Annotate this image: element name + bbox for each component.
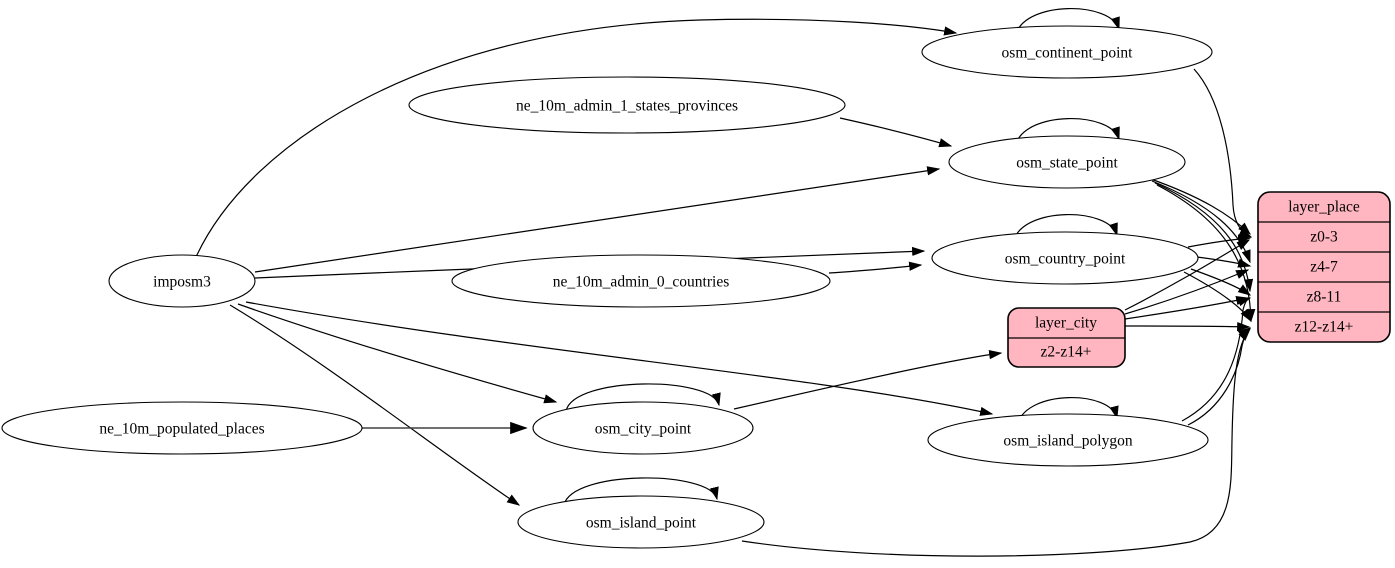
edge-ne_10m_admin_1_states_provinces-osm_state_point [839, 117, 953, 148]
self-loop-osm_island_polygon [1017, 397, 1119, 424]
edge-osm_country_point-layer_place-z12-z14+ [1183, 271, 1252, 323]
record-layer_city: layer_city z2-z14+ [1007, 307, 1126, 368]
edge-osm_country_point-layer_place-z0-3 [1187, 234, 1252, 248]
self-loop-osm_country_point [1013, 214, 1118, 241]
node-osm_state_point: osm_state_point [948, 135, 1186, 189]
node-ne_10m_admin_1_states_provinces: ne_10m_admin_1_states_provinces [408, 76, 846, 134]
node-osm_continent_point: osm_continent_point [921, 25, 1213, 79]
self-loop-osm_city_point [565, 383, 721, 412]
edge-osm_state_point-layer_place-z0-3 [1147, 177, 1251, 235]
edge-osm_city_point-layer_city-z2-z14+ [733, 350, 1003, 410]
layer_place-row-z0-3: z0-3 [1310, 229, 1338, 246]
ne_10m_populated_places-label: ne_10m_populated_places [99, 421, 264, 438]
osm_continent_point-label: osm_continent_point [1002, 45, 1134, 62]
edge-osm_island_point-layer_place-z12-z14+ [741, 328, 1251, 557]
self-loop-osm_state_point [1015, 118, 1120, 145]
osm_country_point-label: osm_country_point [1005, 251, 1126, 268]
ne_10m_populated_places-shape [1, 401, 363, 455]
layer_city-row-z2-z14+: z2-z14+ [1041, 344, 1092, 361]
node-osm_island_polygon: osm_island_polygon [927, 413, 1209, 467]
edge-imposm3-osm_city_point [237, 303, 558, 404]
edge-osm_state_point-layer_place-z4-7 [1151, 180, 1251, 264]
layer_place-title: layer_place [1288, 199, 1360, 216]
node-ne_10m_populated_places: ne_10m_populated_places [1, 401, 363, 455]
layer_place-shape [1257, 191, 1391, 343]
imposm3-shape [108, 254, 256, 308]
edge-layer_city-layer_place-z12-z14+ [1124, 322, 1251, 332]
edge-layer_city-layer_place-z0-3 [1124, 239, 1251, 311]
node-osm_city_point: osm_city_point [532, 401, 754, 455]
edge-ne_10m_admin_0_countries-osm_country_point [828, 261, 923, 274]
edge-layer_city-layer_place-z4-7 [1124, 269, 1250, 315]
edge-imposm3-osm_island_polygon [245, 301, 994, 416]
osm_state_point-shape [948, 135, 1186, 189]
edge-group [195, 8, 1256, 557]
node-osm_island_point: osm_island_point [517, 495, 765, 549]
osm_island_polygon-shape [927, 413, 1209, 467]
osm_city_point-shape [532, 401, 754, 455]
edge-imposm3-osm_state_point [254, 166, 941, 273]
edge-imposm3-osm_continent_point [195, 18, 958, 258]
node-osm_country_point: osm_country_point [931, 231, 1199, 285]
edge-osm_country_point-layer_place-z4-7 [1196, 256, 1252, 268]
ne_10m_admin_1_states_provinces-label: ne_10m_admin_1_states_provinces [516, 98, 738, 115]
osm_island_point-shape [517, 495, 765, 549]
ne_10m_admin_1_states_provinces-shape [408, 76, 846, 134]
node-ne_10m_admin_0_countries: ne_10m_admin_0_countries [451, 254, 831, 308]
ne_10m_admin_0_countries-label: ne_10m_admin_0_countries [553, 274, 730, 291]
layer_place-row-z8-11: z8-11 [1307, 289, 1342, 306]
osm_island_point-label: osm_island_point [586, 515, 697, 532]
self-loop-osm_island_point [563, 477, 719, 506]
layer_place-row-z4-7: z4-7 [1310, 259, 1338, 276]
edge-osm_country_point-layer_place-z8-11 [1190, 268, 1252, 296]
osm_island_polygon-label: osm_island_polygon [1003, 433, 1132, 450]
self-loop-osm_continent_point [1015, 8, 1120, 35]
layer_place-row-z12-z14+: z12-z14+ [1295, 319, 1354, 336]
osm_city_point-label: osm_city_point [595, 421, 692, 438]
record-layer_place: layer_place z0-3 z4-7 z8-11 z12-z14+ [1257, 191, 1391, 343]
osm_continent_point-shape [921, 25, 1213, 79]
edge-osm_island_polygon-layer_place-z8-11 [1181, 297, 1252, 422]
osm_country_point-shape [931, 231, 1199, 285]
edge-imposm3-osm_island_point [229, 304, 521, 506]
osm_state_point-label: osm_state_point [1016, 155, 1118, 172]
node-imposm3: imposm3 [108, 254, 256, 308]
layer_city-title: layer_city [1035, 315, 1097, 332]
imposm3-label: imposm3 [153, 274, 211, 291]
ne_10m_admin_0_countries-shape [451, 254, 831, 308]
